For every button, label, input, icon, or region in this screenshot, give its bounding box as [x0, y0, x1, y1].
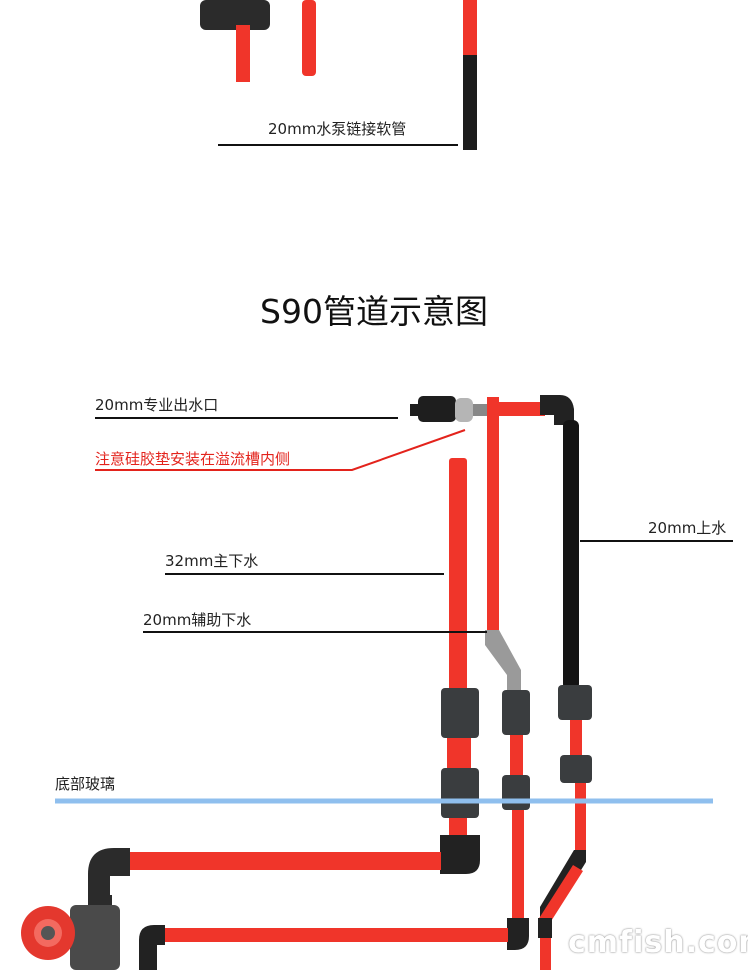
top-pipes — [200, 0, 477, 150]
aux-drain-label: 20mm辅助下水 — [143, 611, 252, 629]
leader-lines — [55, 417, 733, 804]
outlet-assembly — [410, 395, 579, 690]
pipes-main — [21, 397, 592, 970]
page-title: S90管道示意图 — [260, 292, 488, 331]
bottom-glass-label: 底部玻璃 — [55, 775, 116, 793]
watermark: cmfish.com — [568, 925, 748, 960]
hose-label: 20mm水泵链接软管 — [268, 120, 407, 138]
outlet-label: 20mm专业出水口 — [95, 396, 219, 414]
main-drain-label: 32mm主下水 — [165, 552, 259, 570]
return-up-label: 20mm上水 — [648, 519, 727, 537]
gasket-note: 注意硅胶垫安装在溢流槽内侧 — [95, 450, 291, 468]
